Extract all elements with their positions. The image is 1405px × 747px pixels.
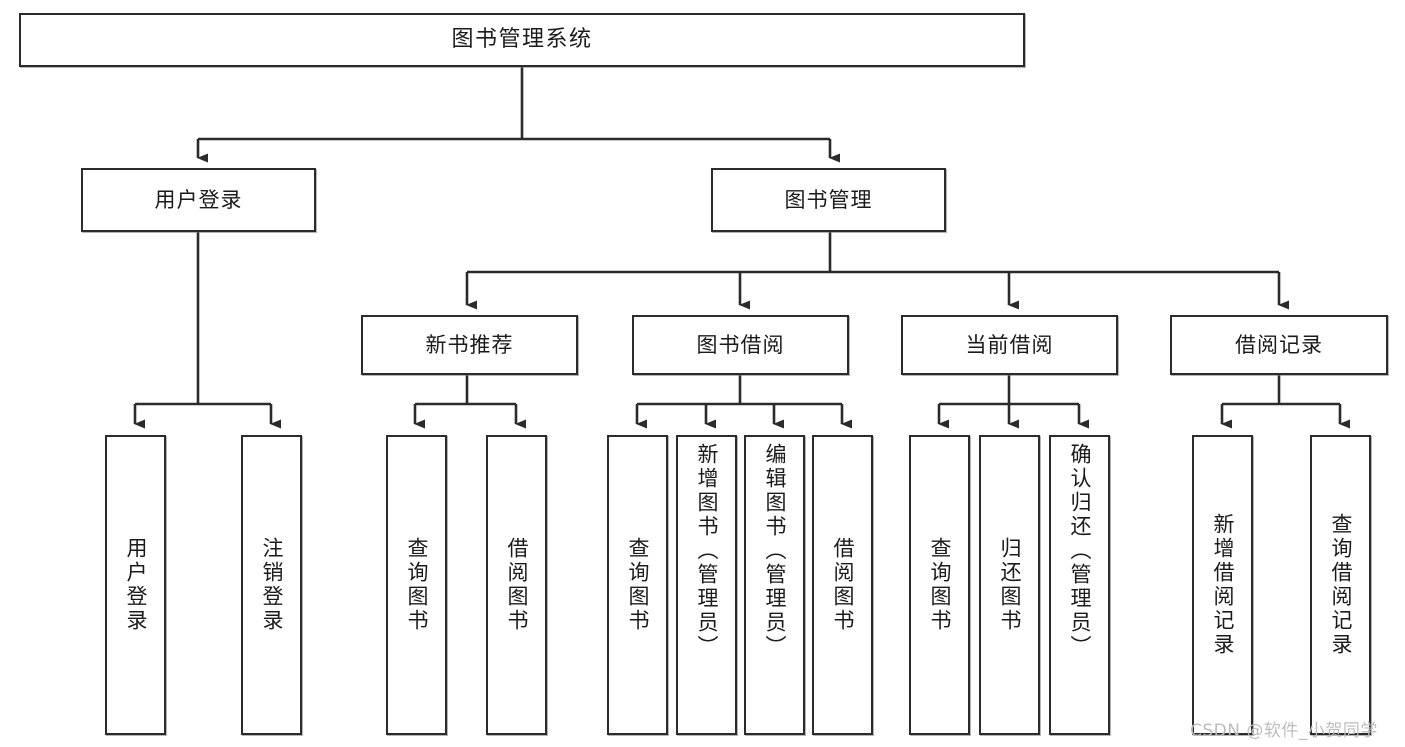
node-label: 图书借阅 bbox=[696, 332, 785, 357]
leaf-user-login-logout[interactable]: 注销登录 bbox=[241, 435, 302, 735]
node-user-login[interactable]: 用户登录 bbox=[81, 168, 316, 232]
node-label: 确认归还（管理员） bbox=[1068, 443, 1092, 659]
node-label: 借阅记录 bbox=[1235, 332, 1323, 357]
leaf-current-confirm-return-admin[interactable]: 确认归还（管理员） bbox=[1049, 435, 1110, 735]
node-new-book-recommend[interactable]: 新书推荐 bbox=[361, 315, 578, 375]
node-label: 用户登录 bbox=[154, 187, 243, 212]
node-label: 注销登录 bbox=[260, 537, 284, 633]
leaf-borrow-borrow-book[interactable]: 借阅图书 bbox=[812, 435, 873, 735]
leaf-record-query-record[interactable]: 查询借阅记录 bbox=[1310, 435, 1371, 735]
node-book-borrow[interactable]: 图书借阅 bbox=[632, 315, 849, 375]
node-label: 归还图书 bbox=[998, 537, 1022, 633]
node-label: 用户登录 bbox=[124, 537, 148, 633]
node-label: 查询图书 bbox=[405, 537, 429, 633]
node-root-system[interactable]: 图书管理系统 bbox=[19, 13, 1025, 67]
leaf-borrow-edit-book-admin[interactable]: 编辑图书（管理员） bbox=[744, 435, 805, 735]
node-label: 借阅图书 bbox=[505, 537, 529, 633]
node-book-management[interactable]: 图书管理 bbox=[711, 168, 946, 232]
node-label: 图书管理系统 bbox=[451, 27, 593, 53]
leaf-borrow-add-book-admin[interactable]: 新增图书（管理员） bbox=[676, 435, 737, 735]
node-label: 查询图书 bbox=[626, 537, 650, 633]
node-label: 编辑图书（管理员） bbox=[763, 443, 787, 659]
leaf-current-return-book[interactable]: 归还图书 bbox=[979, 435, 1040, 735]
node-label: 查询借阅记录 bbox=[1329, 513, 1353, 657]
leaf-user-login-login[interactable]: 用户登录 bbox=[105, 435, 166, 735]
leaf-recommend-borrow-book[interactable]: 借阅图书 bbox=[486, 435, 547, 735]
csdn-watermark: CSDN @软件_小贺同学 bbox=[1190, 721, 1378, 741]
leaf-current-query-book[interactable]: 查询图书 bbox=[909, 435, 970, 735]
node-label: 图书管理 bbox=[784, 187, 873, 212]
node-label: 新增借阅记录 bbox=[1211, 513, 1235, 657]
leaf-record-add-record[interactable]: 新增借阅记录 bbox=[1192, 435, 1253, 735]
node-label: 借阅图书 bbox=[831, 537, 855, 633]
node-current-borrow[interactable]: 当前借阅 bbox=[901, 315, 1118, 375]
node-label: 新增图书（管理员） bbox=[695, 443, 719, 659]
leaf-borrow-query-book[interactable]: 查询图书 bbox=[607, 435, 668, 735]
node-label: 新书推荐 bbox=[425, 332, 514, 357]
node-borrow-record[interactable]: 借阅记录 bbox=[1170, 315, 1388, 375]
node-label: 当前借阅 bbox=[965, 332, 1054, 357]
node-label: 查询图书 bbox=[928, 537, 952, 633]
leaf-recommend-query-book[interactable]: 查询图书 bbox=[386, 435, 447, 735]
